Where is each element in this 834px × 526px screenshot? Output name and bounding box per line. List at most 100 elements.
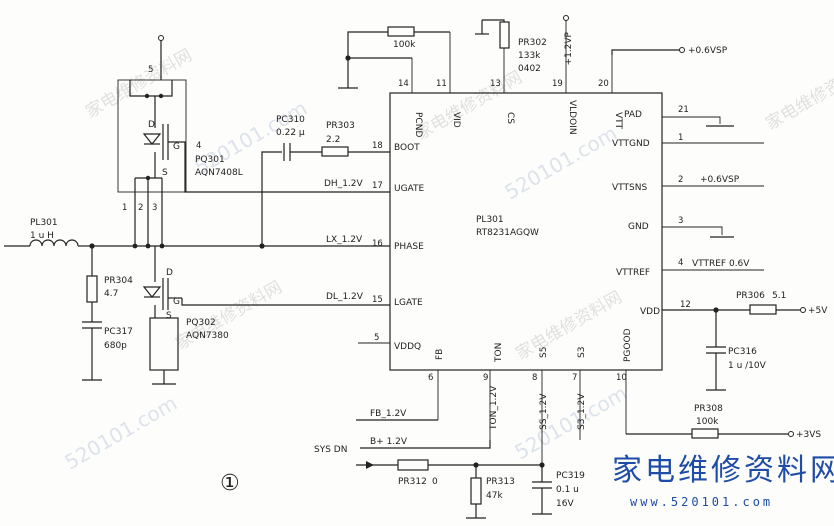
pin-name: PCND [413,112,423,137]
pq301-part: AQN7408L [195,168,243,178]
pin-name: CS [505,112,515,124]
pr312-value: 0 [432,477,438,487]
resistor-pr312 [397,459,429,471]
pin-name: S3 [577,347,587,358]
net-sysdn: SYS DN [314,445,347,455]
pin-num: 9 [483,373,488,383]
resistor-pr303 [321,146,349,157]
pin-num: 19 [552,79,563,89]
pin-num: 7 [572,373,577,383]
mosfet-pq302: D S G PQ302 AQN7380 [132,243,229,385]
pin-num: 6 [428,373,433,383]
net-lx: LX_1.2V [326,235,363,245]
pr302-ref: PR302 [518,38,547,48]
vsp06-top-label: +0.6VSP [688,46,728,56]
pin-name: VID [451,112,461,128]
watermark-url: 520101.com [501,121,622,204]
pin-num: 16 [372,239,383,249]
resistor-pr308 [691,428,719,439]
net-bplus: B+ 1.2V [370,437,408,447]
inductor-snubber: PL301 1 u H PR304 4.7 PC317 680p [4,218,133,381]
pr303-value: 2.2 [326,135,340,145]
net-ss: SS_1.2V [539,393,549,430]
pin-name: PAD [624,110,642,120]
pr304-ref: PR304 [104,276,133,286]
pin-name: VDD [640,307,660,317]
net-vttref: VTTREF 0.6V [692,259,750,269]
brand-cn: 家电维修资料网 [612,453,834,488]
pin-num: 4 [678,258,683,268]
brand-logo: 家电维修资料网 www.520101.com [612,453,834,509]
pin-name: PHASE [394,242,424,252]
resistor-pr306 [749,304,777,315]
pin-name: GND [628,222,649,232]
watermark-url: 520101.com [511,381,632,464]
vp12-label: +1.2VP [564,31,574,65]
net-3vs: +3VS [796,430,821,440]
pq302-pin-s: S [166,311,172,321]
pin-name: VTT [613,112,623,129]
pc316-value: 1 u /10V [728,361,767,371]
pin-num: 3 [678,216,683,226]
pin-num: 20 [598,79,609,89]
ic-ref: PL301 [476,215,504,225]
pin-name: VTTREF [616,268,650,278]
resistor-100k-top [387,26,415,37]
watermark-cn: 家电维修资料网 [83,46,196,123]
pc310-ref: PC310 [276,115,305,125]
pc317-value: 680p [104,341,127,351]
pin-num: 10 [616,373,627,383]
pr313-value: 47k [486,491,503,501]
pr308-ref: PR308 [694,404,723,414]
pin-name: VLDOIN [567,100,577,135]
pin-num: 1 [678,133,683,143]
pc319-value: 0.1 u [556,485,579,495]
ic-bottom-pins: 6 FB FB_1.2V 9 TON TON_1.2V SYS DN B+ 1.… [314,328,633,465]
resistor-pr304 [86,275,98,303]
pin-name: UGATE [394,184,425,194]
net-vttsns: +0.6VSP [700,175,740,185]
pin-num: 12 [680,300,691,310]
boot-network: PC310 0.22 μ PR303 2.2 [261,115,390,246]
vdd-network: +5V PR306 5.1 PC316 1 u /10V [662,291,828,391]
pq301-pin-s: S [162,168,168,178]
pq302-ref: PQ302 [186,318,216,328]
pr303-ref: PR303 [326,121,355,131]
pin-num: 13 [490,79,501,89]
figure-mark: ① [220,471,240,496]
pc319-ref: PC319 [556,471,585,481]
pin-name: FB [435,349,445,360]
pq301-pin1: 1 [122,203,127,213]
pr313-ref: PR313 [486,477,515,487]
ic-part: RT8231AGQW [476,228,539,238]
pq301-pin-g: G [173,142,180,152]
net-s3: S3_1.2V [577,393,587,430]
pin-num: 14 [398,79,409,89]
ic-left-pins: BOOT 18 UGATE 17 PHASE 16 LGATE 15 VDDQ … [358,141,425,352]
net-5v: +5V [808,306,828,316]
top-wiring: 100k PR302 133k 0402 +1.2VP +0.6VSP [338,15,728,89]
pq301-pin5: 5 [148,65,153,75]
pr302-pkg: 0402 [518,64,541,74]
pin-name: TON [494,343,504,363]
pr308-value: 100k [696,417,719,427]
watermark-url: 520101.com [61,391,182,474]
watermark-cn: 家电维修资料网 [173,278,286,355]
pq301-pin2: 2 [138,203,143,213]
pr302-value: 133k [518,51,541,61]
pr312-ref: PR312 [398,477,427,487]
watermark-cn: 家电维修资料网 [413,68,526,145]
pin-num: 8 [532,373,537,383]
pr306-ref: PR306 [736,291,765,301]
pl301-ref: PL301 [30,218,58,228]
pq302-pin-g: G [173,297,180,307]
pin-num: 17 [372,181,383,191]
mosfet-pq301: 5 D S G 4 1 2 3 PQ301 AQN7408L [117,35,243,246]
pc310-value: 0.22 μ [276,128,305,138]
pq301-pin3: 3 [152,203,157,213]
pin-num: 21 [678,105,689,115]
ic-top-pins: 14 PCND 11 VID 13 CS 19 VLDOIN 20 VTT [398,20,623,137]
pin-num: 15 [372,295,383,305]
pq301-pin4: 4 [196,141,201,151]
